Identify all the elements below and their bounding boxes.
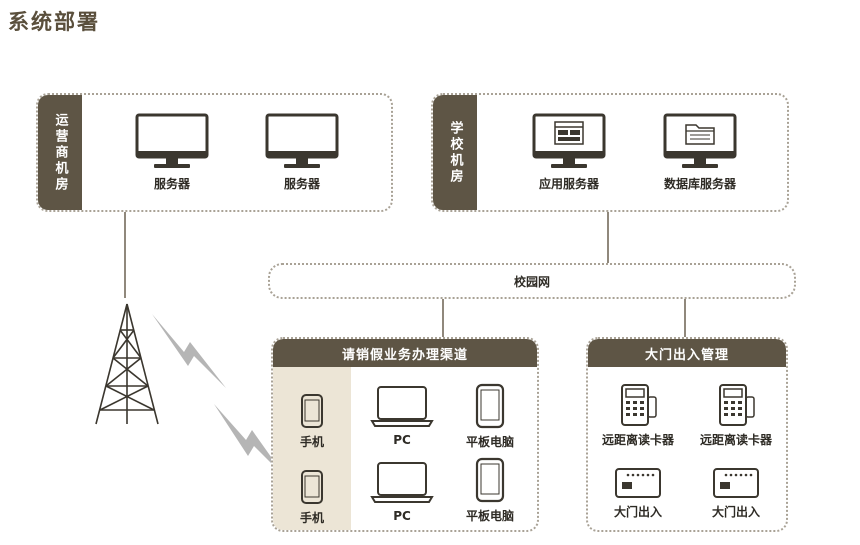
tablet-icon <box>475 457 505 503</box>
card-reader-2-label: 远距离读卡器 <box>699 433 772 447</box>
phone-1-label: 手机 <box>299 435 324 449</box>
gate-management-header: 大门出入管理 <box>588 339 786 367</box>
server-1-label: 服务器 <box>153 177 190 191</box>
laptop-icon <box>370 386 434 427</box>
pc-2[interactable]: PC <box>369 461 435 523</box>
server-2[interactable]: 服务器 <box>262 113 342 192</box>
operator-room-panel: 运营商机房 服务器 服务器 <box>36 93 393 212</box>
database-server-icon <box>663 113 737 168</box>
monitor-icon <box>135 113 209 168</box>
tablet-icon <box>475 383 505 429</box>
wireless-signal-icon <box>214 404 286 478</box>
monitor-icon <box>265 113 339 168</box>
server-2-label: 服务器 <box>283 177 320 191</box>
page-title: 系统部署 <box>8 10 100 34</box>
leave-channel-panel: 请销假业务办理渠道 手机 PC 平板电脑 手机 <box>271 337 539 532</box>
database-server[interactable]: 数据库服务器 <box>645 113 755 192</box>
card-reader-1[interactable]: 远距离读卡器 <box>590 383 686 448</box>
gate-management-title: 大门出入管理 <box>644 347 729 363</box>
leave-channel-header: 请销假业务办理渠道 <box>273 339 537 367</box>
gate-access-2[interactable]: 大门出入 <box>688 467 784 520</box>
server-1[interactable]: 服务器 <box>132 113 212 192</box>
card-reader-1-label: 远距离读卡器 <box>601 433 674 447</box>
school-room-tab: 学校机房 <box>433 95 477 210</box>
leave-channel-title: 请销假业务办理渠道 <box>341 347 468 363</box>
phone-icon <box>301 470 323 504</box>
card-reader-icon <box>719 384 755 426</box>
gate-access-1[interactable]: 大门出入 <box>590 467 686 520</box>
pc-1-label: PC <box>393 433 411 447</box>
tablet-1-label: 平板电脑 <box>465 435 514 449</box>
gate-access-2-label: 大门出入 <box>711 505 760 519</box>
campus-network[interactable]: 校园网 <box>268 263 796 299</box>
wireless-signal-icon <box>152 314 226 388</box>
operator-room-tab: 运营商机房 <box>38 95 82 210</box>
gate-access-1-label: 大门出入 <box>613 505 662 519</box>
phone-2-label: 手机 <box>299 511 324 525</box>
tablet-2-label: 平板电脑 <box>465 509 514 523</box>
phone-2[interactable]: 手机 <box>289 469 335 526</box>
cell-tower-icon <box>95 303 159 425</box>
tablet-2[interactable]: 平板电脑 <box>457 457 523 524</box>
app-server-label: 应用服务器 <box>538 177 599 191</box>
tablet-1[interactable]: 平板电脑 <box>457 383 523 450</box>
school-room-label: 学校机房 <box>447 120 463 185</box>
access-card-icon <box>713 468 759 498</box>
phone-1[interactable]: 手机 <box>289 393 335 450</box>
school-room-panel: 学校机房 应用服务器 数据库服务器 <box>431 93 789 212</box>
card-reader-icon <box>621 384 657 426</box>
phone-icon <box>301 394 323 428</box>
database-server-label: 数据库服务器 <box>663 177 736 191</box>
pc-2-label: PC <box>393 509 411 523</box>
access-card-icon <box>615 468 661 498</box>
operator-room-label: 运营商机房 <box>52 112 68 193</box>
laptop-icon <box>370 462 434 503</box>
pc-1[interactable]: PC <box>369 385 435 447</box>
campus-network-label: 校园网 <box>513 274 550 289</box>
app-server-icon <box>532 113 606 168</box>
gate-management-panel: 大门出入管理 远距离读卡器 远距离读卡器 <box>586 337 788 532</box>
card-reader-2[interactable]: 远距离读卡器 <box>688 383 784 448</box>
app-server[interactable]: 应用服务器 <box>519 113 619 192</box>
